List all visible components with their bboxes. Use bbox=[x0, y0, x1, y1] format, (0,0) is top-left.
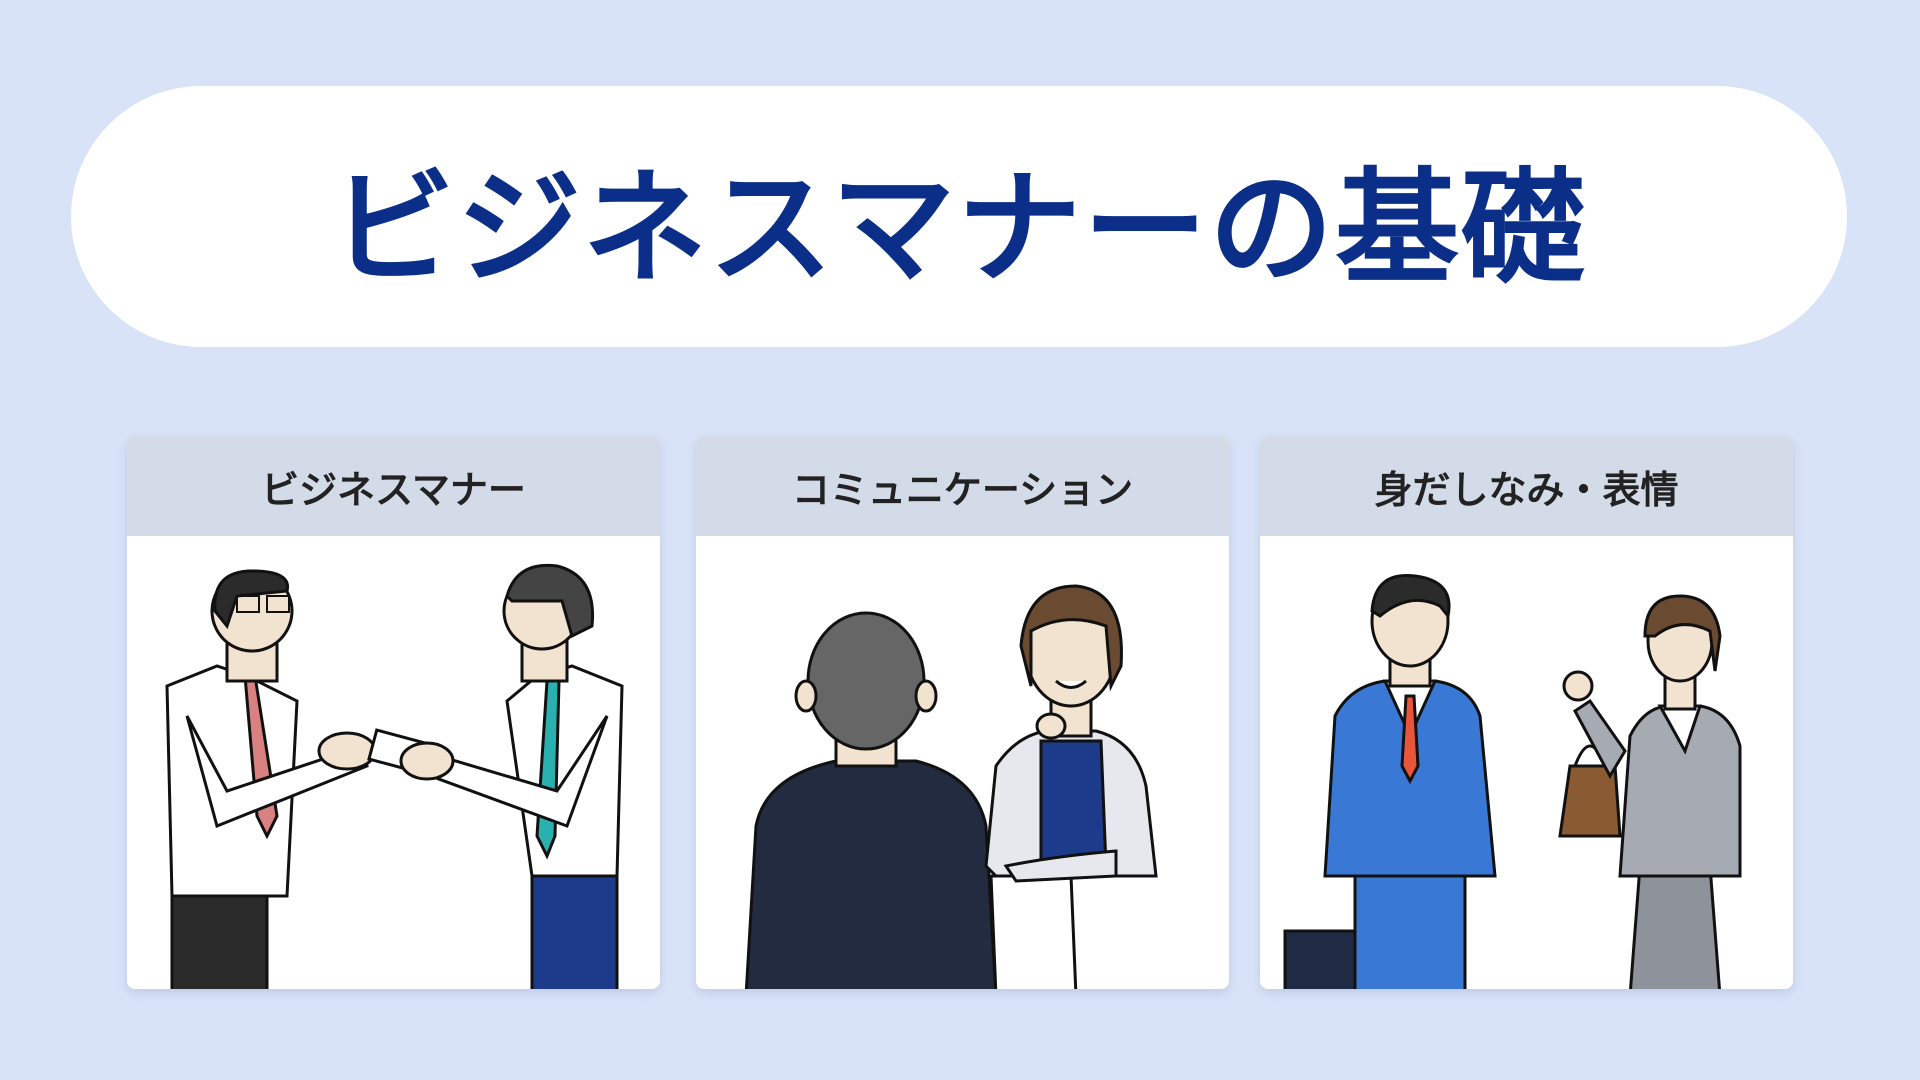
page-title: ビジネスマナーの基礎 bbox=[330, 156, 1588, 301]
business-card-exchange-illustration bbox=[165, 563, 624, 989]
card-header: コミュニケーション bbox=[696, 436, 1229, 536]
card-business-manners[interactable]: ビジネスマナー bbox=[127, 436, 660, 989]
conversation-illustration bbox=[744, 584, 1158, 989]
title-banner: ビジネスマナーの基礎 bbox=[71, 86, 1847, 347]
card-communication[interactable]: コミュニケーション bbox=[696, 436, 1229, 989]
business-attire-illustration bbox=[1283, 573, 1742, 989]
card-header: 身だしなみ・表情 bbox=[1260, 436, 1793, 536]
card-header: ビジネスマナー bbox=[127, 436, 660, 536]
card-appearance-expression[interactable]: 身だしなみ・表情 bbox=[1260, 436, 1793, 989]
